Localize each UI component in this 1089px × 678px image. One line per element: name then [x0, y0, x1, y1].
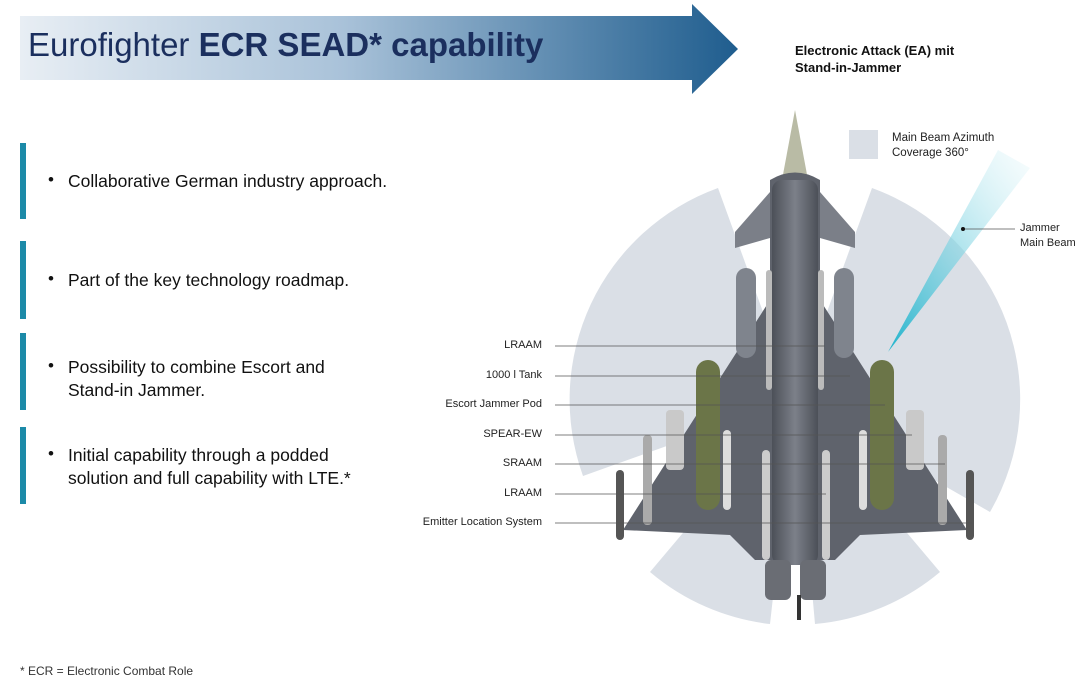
- ea-heading: Electronic Attack (EA) mit Stand-in-Jamm…: [795, 42, 954, 76]
- accent-bar: [20, 427, 26, 504]
- bullet-dot: •: [48, 170, 54, 189]
- store-label-lraam-lower: LRAAM: [504, 487, 542, 499]
- legend-line2: Coverage 360°: [892, 147, 969, 159]
- leader-lines: [555, 228, 1015, 524]
- footnote: * ECR = Electronic Combat Role: [20, 664, 194, 678]
- bullet-text: Stand-in Jammer.: [68, 380, 206, 400]
- bullet-text: Initial capability through a podded: [68, 445, 329, 465]
- title-banner-arrow: [20, 4, 738, 94]
- coverage-legend: Main Beam Azimuth Coverage 360°: [892, 131, 994, 161]
- store-label-escort-jammer-pod: Escort Jammer Pod: [445, 398, 542, 410]
- bullet-text: Part of the key technology roadmap.: [68, 270, 350, 290]
- ea-heading-line2: Stand-in-Jammer: [795, 60, 902, 75]
- bullet-text: Possibility to combine Escort and: [68, 357, 325, 377]
- accent-bar: [20, 241, 26, 319]
- jammer-label-line2: Main Beam: [1020, 237, 1076, 249]
- store-label-tank: 1000 l Tank: [485, 369, 542, 381]
- store-label-sraam: SRAAM: [502, 457, 542, 469]
- bullet-text: solution and full capability with LTE.*: [68, 468, 351, 488]
- legend-line1: Main Beam Azimuth: [892, 132, 995, 144]
- bullet-dot: •: [48, 269, 54, 288]
- bullet-dot: •: [48, 444, 54, 463]
- bullet-dot: •: [48, 356, 54, 375]
- accent-bar: [20, 333, 26, 410]
- jammer-label-line1: Jammer: [1020, 222, 1060, 234]
- jammer-beam: [888, 150, 1030, 352]
- store-label-spear-ew: SPEAR-EW: [483, 428, 542, 440]
- ea-heading-line1: Electronic Attack (EA) mit: [795, 43, 955, 58]
- bullet-item: • Part of the key technology roadmap.: [20, 241, 440, 319]
- title-prefix: Eurofighter: [28, 26, 199, 63]
- bullet-text: Collaborative German industry approach.: [68, 171, 388, 191]
- store-label-emitter-location-system: Emitter Location System: [422, 516, 542, 528]
- page-title: Eurofighter ECR SEAD* capability: [28, 26, 543, 64]
- aircraft: [616, 110, 974, 620]
- title-bold: ECR SEAD* capability: [198, 26, 544, 63]
- coverage-legend-swatch: [849, 130, 878, 159]
- accent-bar: [20, 143, 26, 219]
- store-label-lraam: LRAAM: [504, 339, 542, 351]
- jammer-beam-label: Jammer Main Beam: [1020, 221, 1076, 251]
- bullet-item: • Initial capability through a podded sol…: [20, 427, 440, 504]
- bullet-item: • Collaborative German industry approach…: [20, 143, 440, 219]
